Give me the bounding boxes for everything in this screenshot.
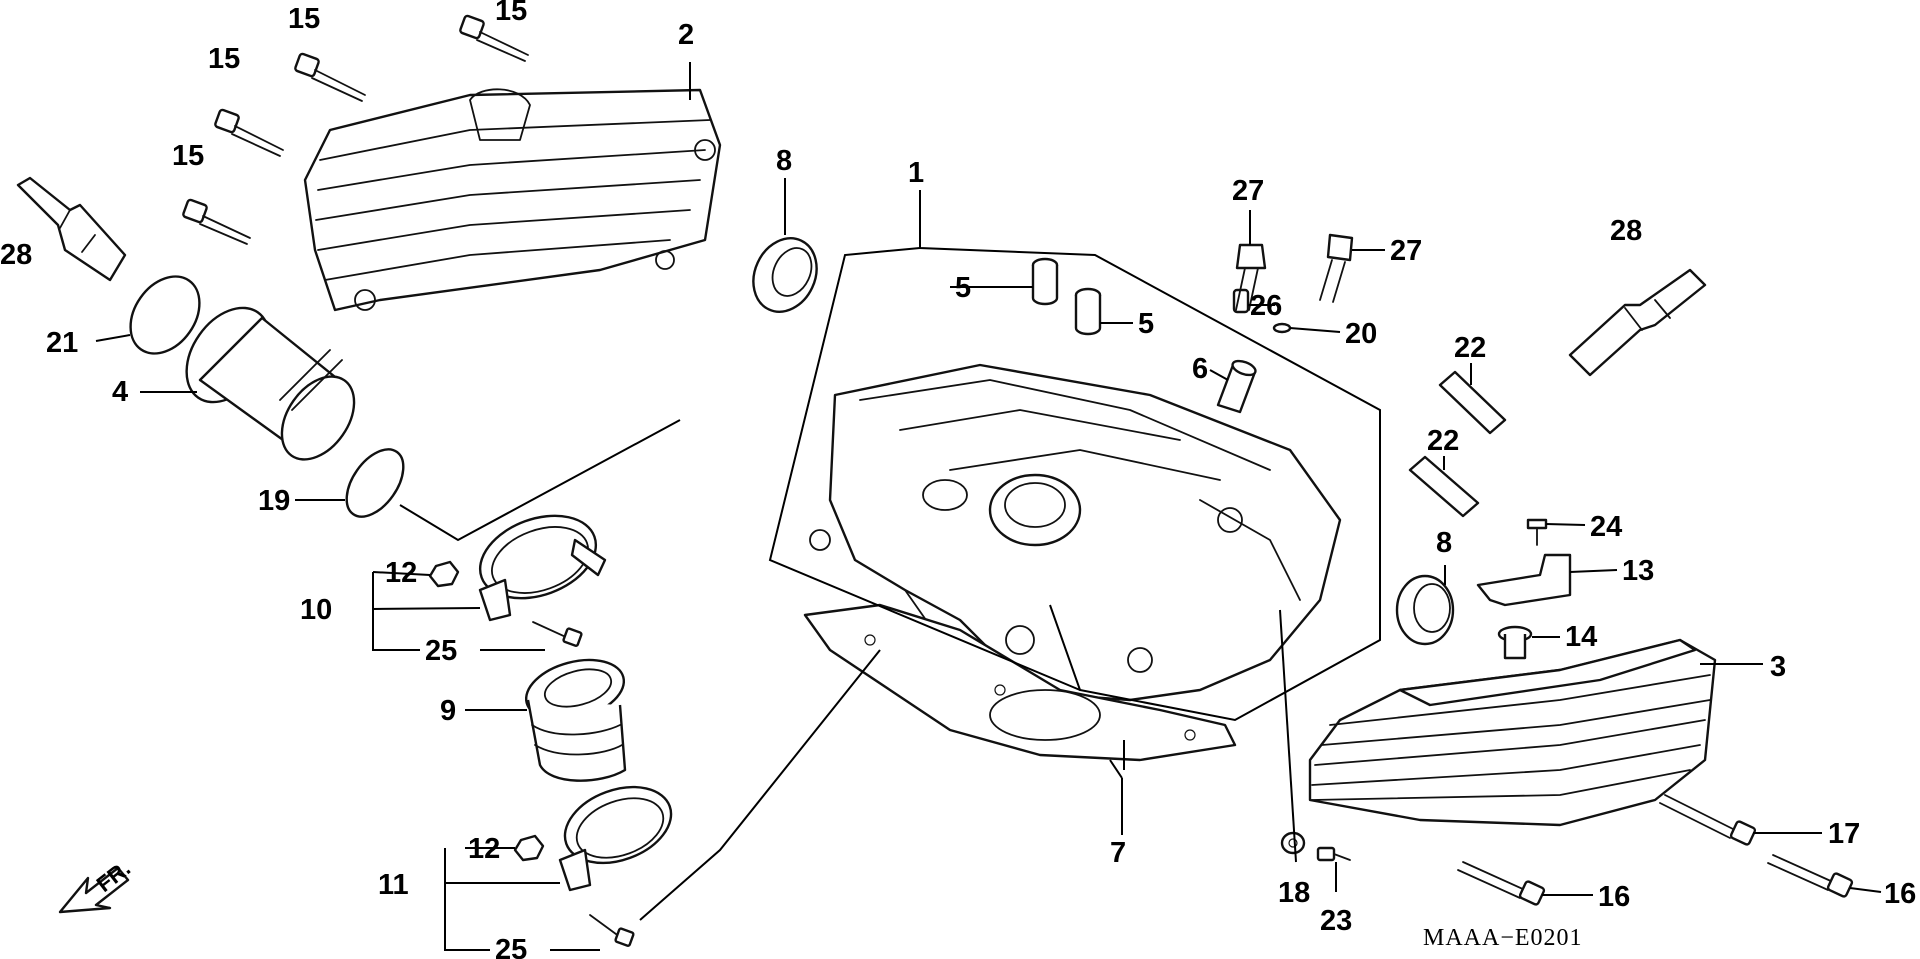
part-5-dowel-pin-b[interactable] xyxy=(1074,287,1102,336)
part-7-head-gasket[interactable] xyxy=(803,603,1237,762)
callout-5a[interactable]: 5 xyxy=(955,272,971,304)
callout-16a[interactable]: 16 xyxy=(1598,881,1630,913)
callout-22b[interactable]: 22 xyxy=(1427,425,1459,457)
part-28-spark-plug-right[interactable] xyxy=(1568,268,1707,377)
part-11-insulator-band[interactable] xyxy=(554,773,681,892)
part-1-cylinder-head[interactable] xyxy=(809,363,1342,702)
callout-17[interactable]: 17 xyxy=(1828,818,1860,850)
part-15-bolt-a[interactable] xyxy=(294,52,366,102)
part-3-head-cover-front[interactable] xyxy=(1308,638,1717,827)
callout-3[interactable]: 3 xyxy=(1770,651,1786,683)
callout-25b[interactable]: 25 xyxy=(495,934,527,959)
part-19-o-ring[interactable] xyxy=(335,439,415,526)
callout-15c[interactable]: 15 xyxy=(208,43,240,75)
callout-27a[interactable]: 27 xyxy=(1232,175,1264,207)
callout-7[interactable]: 7 xyxy=(1110,837,1126,869)
part-16-bolt-a[interactable] xyxy=(1457,861,1546,906)
part-13-bracket[interactable] xyxy=(1476,553,1572,607)
part-8-plug-right[interactable] xyxy=(1395,574,1455,646)
callout-6[interactable]: 6 xyxy=(1192,353,1208,385)
callout-8a[interactable]: 8 xyxy=(776,145,792,177)
callout-18[interactable]: 18 xyxy=(1278,877,1310,909)
callout-11[interactable]: 11 xyxy=(378,869,409,901)
part-28-spark-plug-left[interactable] xyxy=(16,176,127,282)
part-15-bolt-d[interactable] xyxy=(182,198,251,245)
part-9-insulator[interactable] xyxy=(519,650,630,782)
callout-8b[interactable]: 8 xyxy=(1436,527,1452,559)
callout-2[interactable]: 2 xyxy=(678,19,694,51)
part-12-nut-upper[interactable] xyxy=(428,560,460,588)
callout-15d[interactable]: 15 xyxy=(172,140,204,172)
part-27-bolt-a[interactable] xyxy=(1235,243,1267,311)
front-direction-arrow-icon xyxy=(58,866,130,914)
part-23-bolt[interactable] xyxy=(1316,846,1351,862)
part-22-stud-b[interactable] xyxy=(1408,455,1480,518)
callout-16b[interactable]: 16 xyxy=(1884,878,1916,910)
part-15-bolt-b[interactable] xyxy=(459,14,529,62)
callout-22a[interactable]: 22 xyxy=(1454,332,1486,364)
callout-19[interactable]: 19 xyxy=(258,485,290,517)
leader-lines xyxy=(95,62,1882,951)
part-5-dowel-pin-a[interactable] xyxy=(1031,257,1059,306)
part-6-dowel-pipe[interactable] xyxy=(1216,358,1257,414)
callout-20[interactable]: 20 xyxy=(1345,318,1377,350)
part-25-screw-lower[interactable] xyxy=(589,914,635,947)
part-12-nut-lower[interactable] xyxy=(513,834,545,862)
part-2-head-cover[interactable] xyxy=(303,88,722,312)
callout-23[interactable]: 23 xyxy=(1320,905,1352,937)
callout-13[interactable]: 13 xyxy=(1622,555,1654,587)
callout-12a[interactable]: 12 xyxy=(385,557,417,589)
callout-15b[interactable]: 15 xyxy=(495,0,527,27)
part-10-insulator-band[interactable] xyxy=(469,501,608,622)
part-17-bolt[interactable] xyxy=(1659,794,1757,846)
part-25-screw-upper[interactable] xyxy=(532,621,583,647)
part-24-screw[interactable] xyxy=(1526,518,1548,546)
callout-24[interactable]: 24 xyxy=(1590,511,1622,543)
callout-4[interactable]: 4 xyxy=(112,376,128,408)
callout-12b[interactable]: 12 xyxy=(468,833,500,865)
part-15-bolt-c[interactable] xyxy=(214,108,284,157)
part-27-bolt-b[interactable] xyxy=(1319,233,1354,303)
callout-5b[interactable]: 5 xyxy=(1138,308,1154,340)
callout-26[interactable]: 26 xyxy=(1250,290,1282,322)
callout-25a[interactable]: 25 xyxy=(425,635,457,667)
callout-15a[interactable]: 15 xyxy=(288,3,320,35)
part-22-stud-a[interactable] xyxy=(1438,370,1507,435)
part-4-intake-pipe[interactable] xyxy=(170,292,369,473)
callout-21[interactable]: 21 xyxy=(46,327,78,359)
callout-9[interactable]: 9 xyxy=(440,695,456,727)
part-8-plug-top[interactable] xyxy=(742,228,828,322)
part-20-o-ring[interactable] xyxy=(1272,322,1292,334)
diagram-code: MAAA−E0201 xyxy=(1423,925,1583,951)
callout-14[interactable]: 14 xyxy=(1565,621,1597,653)
part-16-bolt-b[interactable] xyxy=(1767,854,1854,898)
part-21-o-ring[interactable] xyxy=(116,263,213,366)
callout-28b[interactable]: 28 xyxy=(1610,215,1642,247)
callout-27b[interactable]: 27 xyxy=(1390,235,1422,267)
part-18-washer[interactable] xyxy=(1280,831,1306,855)
callout-28a[interactable]: 28 xyxy=(0,239,32,271)
part-14-washer-bolt[interactable] xyxy=(1497,625,1533,660)
callout-10[interactable]: 10 xyxy=(300,594,332,626)
callout-1[interactable]: 1 xyxy=(908,157,924,189)
